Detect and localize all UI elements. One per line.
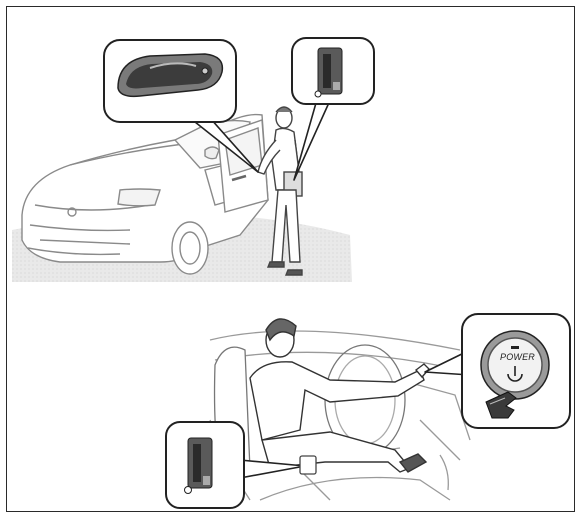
key-in-pocket xyxy=(300,456,316,474)
interior-start-panel xyxy=(166,314,570,508)
power-button-callout xyxy=(425,314,570,428)
smart-key-icon xyxy=(185,438,213,494)
smart-key-callout-top xyxy=(292,38,374,180)
driver-illustration xyxy=(250,319,429,472)
exterior-entry-panel xyxy=(12,38,374,282)
power-button-icon xyxy=(481,331,549,399)
smart-key-icon xyxy=(315,48,342,97)
power-label: POWER xyxy=(500,352,535,362)
smart-key-callout-bottom xyxy=(166,422,316,508)
